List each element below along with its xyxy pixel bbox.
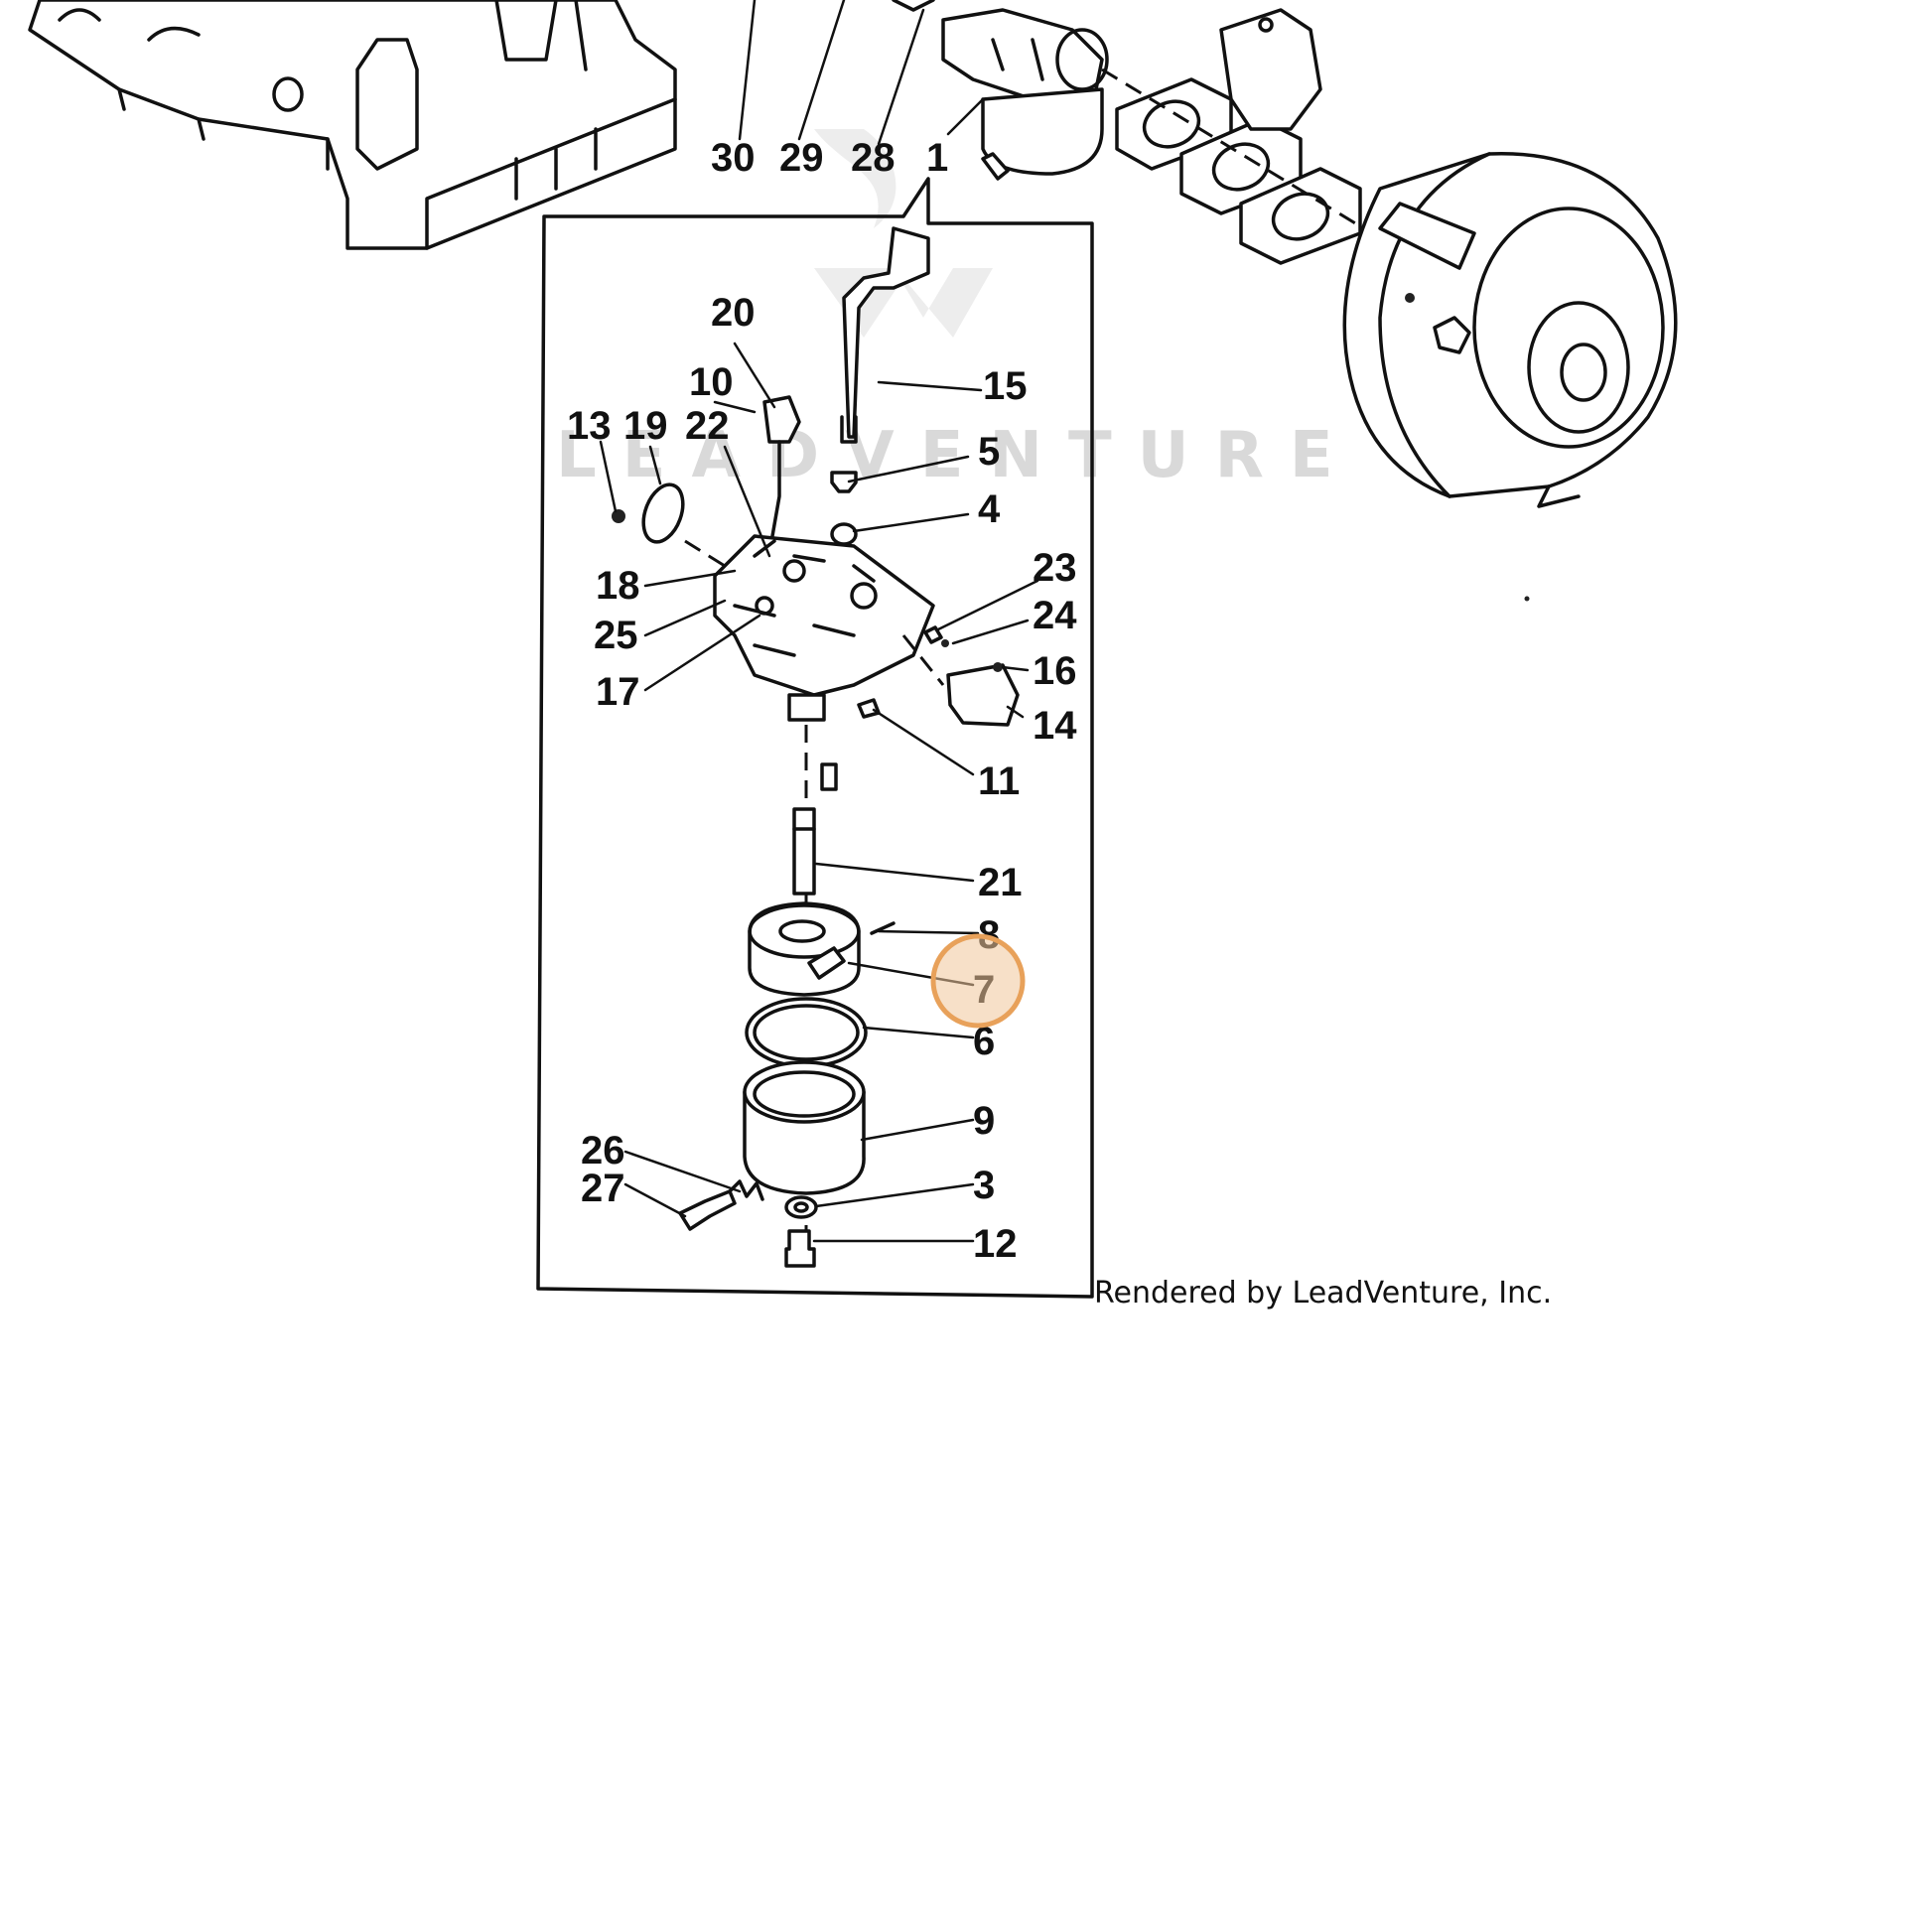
exploded-view-frame — [536, 177, 1094, 1299]
callout-5: 5 — [978, 430, 1000, 474]
callout-24: 24 — [1033, 594, 1077, 637]
callout-29: 29 — [779, 136, 824, 180]
callout-16: 16 — [1033, 649, 1077, 693]
callout-1: 1 — [926, 136, 948, 180]
callout-26: 26 — [581, 1129, 625, 1173]
air-filter-housing — [1342, 152, 1678, 508]
callout-27: 27 — [581, 1167, 625, 1210]
callouts-top: 30 29 28 1 — [711, 0, 985, 180]
carburetor-assembly-top — [892, 0, 1109, 181]
callout-12: 12 — [973, 1222, 1018, 1266]
callout-10: 10 — [689, 360, 734, 404]
carburetor-exploded-parts — [612, 226, 1020, 1268]
render-credit: Rendered by LeadVenture, Inc. — [1094, 1276, 1552, 1311]
engine-block — [28, 0, 677, 250]
callout-9: 9 — [973, 1099, 995, 1143]
callout-23: 23 — [1033, 546, 1077, 590]
gasket-set — [1101, 8, 1381, 265]
callout-18: 18 — [596, 564, 640, 608]
watermark-text: LEADVENTURE — [556, 419, 1359, 492]
callout-22: 22 — [685, 404, 730, 448]
callout-30: 30 — [711, 136, 756, 180]
stray-dot — [1524, 596, 1530, 602]
callout-15: 15 — [983, 364, 1028, 408]
callout-13: 13 — [567, 404, 612, 448]
callout-14: 14 — [1033, 704, 1077, 748]
callout-4: 4 — [978, 487, 1001, 531]
callout-28: 28 — [851, 136, 896, 180]
callout-11: 11 — [978, 759, 1020, 803]
callout-19: 19 — [623, 404, 668, 448]
callout-17: 17 — [596, 670, 640, 714]
callout-20: 20 — [711, 291, 756, 335]
callout-6: 6 — [973, 1020, 995, 1063]
callout-21: 21 — [978, 861, 1023, 904]
callout-3: 3 — [973, 1164, 995, 1207]
callouts-exploded: 20 15 10 13 19 22 5 4 23 24 18 25 16 17 … — [567, 291, 1077, 1266]
highlight-marker[interactable] — [930, 933, 1026, 1029]
callout-25: 25 — [594, 614, 638, 657]
